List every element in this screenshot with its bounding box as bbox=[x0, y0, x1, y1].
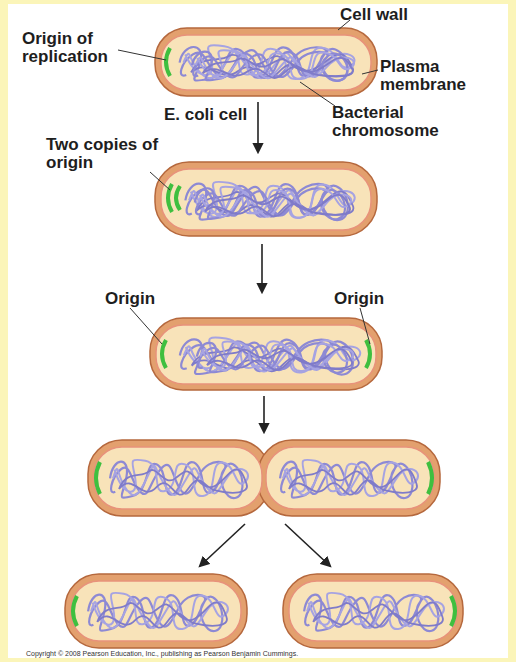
daughter-cell bbox=[283, 574, 463, 648]
daughter-cell bbox=[65, 574, 247, 648]
dividing-cell bbox=[88, 440, 440, 516]
part-label: E. coli cell bbox=[164, 106, 256, 124]
bacterial-cell bbox=[150, 318, 382, 390]
part-label: Origin bbox=[105, 290, 185, 308]
part-label: Bacterial chromosome bbox=[332, 104, 462, 140]
process-arrow bbox=[200, 102, 330, 566]
part-label: Origin of replication bbox=[22, 30, 142, 66]
copyright-note: Copyright © 2008 Pearson Education, Inc.… bbox=[26, 650, 506, 658]
part-label: Cell wall bbox=[340, 6, 450, 24]
bacterial-cell bbox=[155, 28, 377, 96]
panel bbox=[8, 4, 508, 658]
part-label: Two copies of origin bbox=[46, 136, 166, 172]
part-label: Plasma membrane bbox=[380, 58, 490, 94]
bacterial-cell bbox=[155, 162, 377, 236]
part-label: Origin bbox=[334, 290, 414, 308]
